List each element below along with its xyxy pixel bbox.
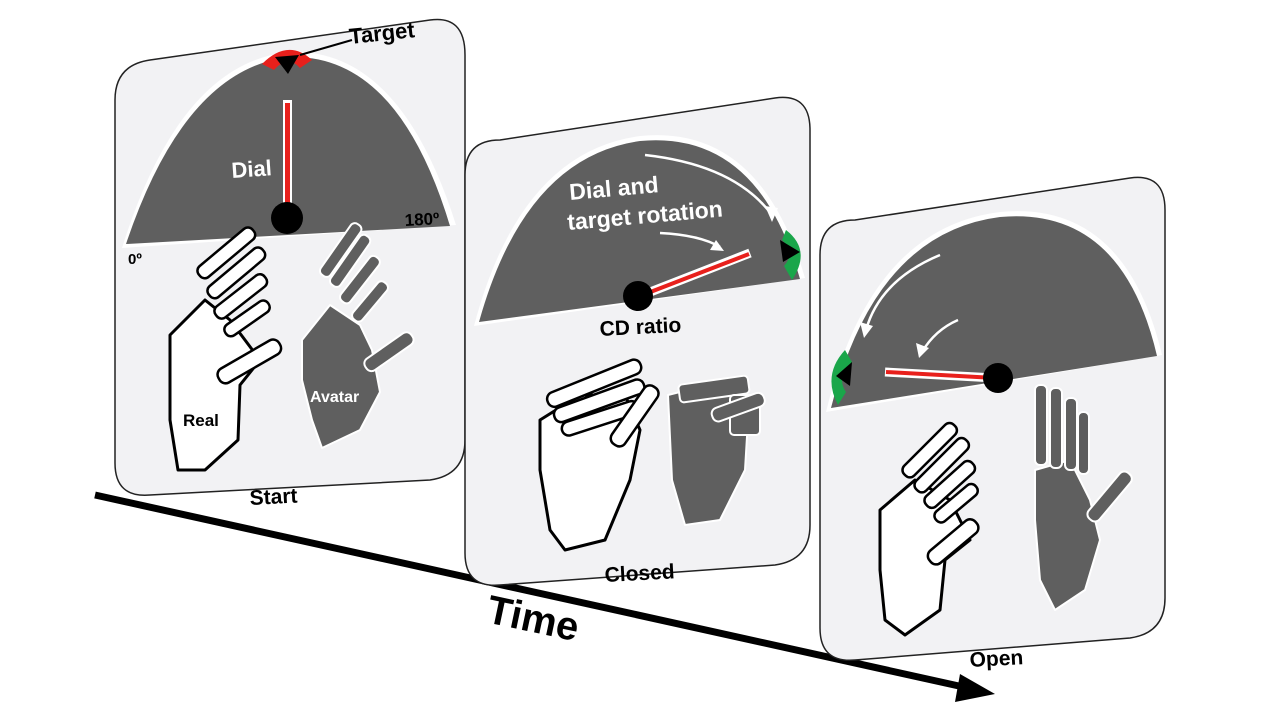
real-hand-open xyxy=(878,421,980,637)
real-hand-label: Real xyxy=(183,411,219,430)
real-hand-closed xyxy=(538,358,660,552)
time-axis-arrowhead xyxy=(955,674,995,702)
rotation-arrow-inner-head xyxy=(916,343,929,358)
dial-face xyxy=(479,140,800,322)
avatar-hand-open xyxy=(301,222,415,449)
caption-open: Open xyxy=(969,646,1024,672)
cd-ratio-label: CD ratio xyxy=(599,314,682,341)
rotation-arrow-outer-head xyxy=(765,206,778,222)
real-hand-open xyxy=(168,226,283,472)
dial-needle xyxy=(285,103,290,218)
time-axis-line xyxy=(94,491,969,692)
angle-180-label: 180º xyxy=(404,209,440,230)
caption-closed: Closed xyxy=(604,560,675,587)
dial-hub xyxy=(271,202,303,234)
dial-hub xyxy=(983,363,1013,393)
dial-hub xyxy=(623,281,653,311)
rotation-arrow-outer-head xyxy=(860,322,873,338)
target-marker xyxy=(836,362,852,386)
avatar-hand-open xyxy=(1034,384,1133,611)
target-marker xyxy=(780,240,800,262)
angle-zero-label: 0º xyxy=(128,251,142,268)
panel-start: Target Dial 0º 180º Real Avatar Start xyxy=(114,17,466,510)
dial-label: Dial xyxy=(231,155,273,183)
rotation-arrow-inner-head xyxy=(710,240,724,251)
target-pointer-line xyxy=(299,39,353,56)
dial-needle xyxy=(885,370,996,380)
avatar-hand-label: Avatar xyxy=(310,389,359,406)
panel-open: Open xyxy=(819,176,1166,672)
rotation-arrow-outer xyxy=(864,253,941,331)
rotation-arrow-outer xyxy=(644,153,774,216)
caption-start: Start xyxy=(249,485,298,510)
target-marker xyxy=(275,55,299,74)
dial-face xyxy=(831,216,1157,408)
avatar-hand-closed xyxy=(667,374,766,526)
panel-closed: Dial and target rotation CD ratio Closed xyxy=(464,96,811,587)
dial-needle xyxy=(639,252,750,298)
